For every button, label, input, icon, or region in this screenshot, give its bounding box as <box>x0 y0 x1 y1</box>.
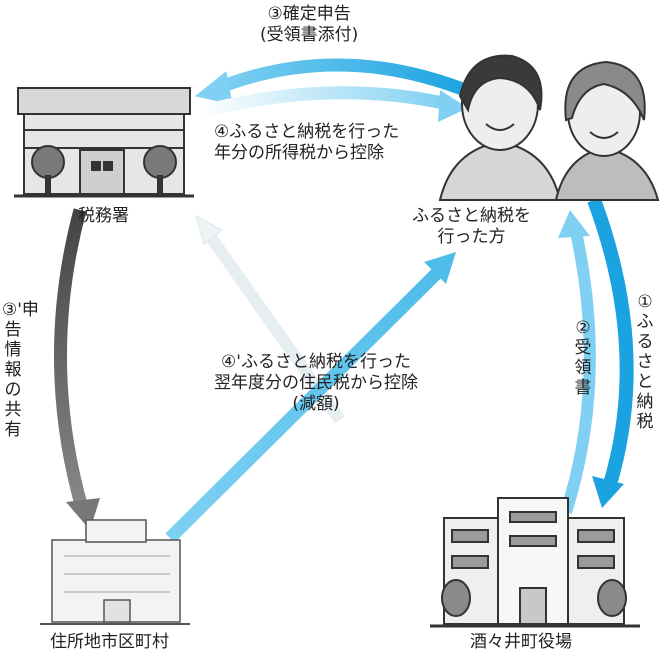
flow-3prime-info-share-label: ③'申告情報の共有 <box>2 300 39 440</box>
donor-label: ふるさと納税を 行った方 <box>412 206 531 247</box>
arrow-resident-tax-deduction <box>165 252 456 543</box>
flow-4prime-resident-tax-label: ④'ふるさと納税を行った 翌年度分の住民税から控除 (減額) <box>214 352 418 414</box>
tax-office-label: 税務署 <box>78 206 129 226</box>
flow-2-receipt-label: ②受領書 <box>574 318 592 398</box>
residence-city-label: 住所地市区町村 <box>50 632 169 652</box>
flow-1-donation-label: ①ふるさと納税 <box>636 292 654 432</box>
town-hall-label: 酒々井町役場 <box>470 632 572 652</box>
flow-4-income-tax-label: ④ふるさと納税を行った 年分の所得税から控除 <box>214 122 400 163</box>
flow-3-filing-label: ③確定申告 (受領書添付) <box>260 4 359 45</box>
town-hall-building-icon <box>430 497 640 628</box>
donor-people-icon <box>438 54 660 201</box>
tax-office-building-icon <box>14 87 194 198</box>
arrow-income-tax-deduction <box>198 86 468 122</box>
city-hall-building-icon <box>40 519 190 625</box>
arrow-info-share <box>54 208 100 530</box>
arrow-receipt <box>558 210 596 514</box>
arrow-donation <box>587 197 634 508</box>
arrow-filing <box>194 58 473 105</box>
